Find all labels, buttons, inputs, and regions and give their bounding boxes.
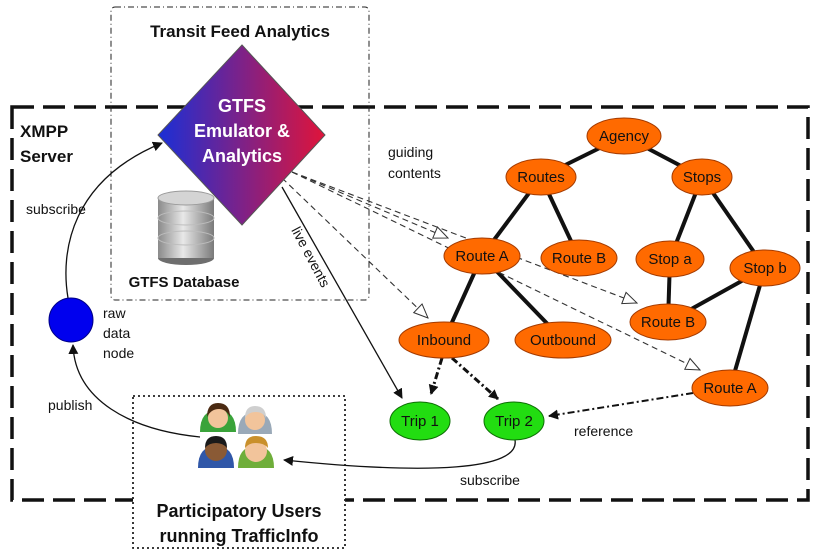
node-trip1: Trip 1 xyxy=(389,401,451,441)
reference-label: reference xyxy=(574,423,633,439)
subscribe-left-label: subscribe xyxy=(26,201,86,217)
database-icon xyxy=(157,190,215,265)
node-stop-b-label: Stop b xyxy=(743,260,786,277)
node-stops: Stops xyxy=(671,158,733,196)
raw-label-line1: raw xyxy=(103,305,126,321)
xmpp-label-line1: XMPP xyxy=(20,122,68,141)
raw-data-node xyxy=(48,297,94,343)
raw-label-line3: node xyxy=(103,345,134,361)
node-route-a-1-label: Route A xyxy=(455,248,508,265)
node-trip2: Trip 2 xyxy=(483,401,545,441)
node-outbound: Outbound xyxy=(514,321,612,359)
node-route-b-2-label: Route B xyxy=(641,314,695,331)
node-stop-a-label: Stop a xyxy=(648,251,692,268)
node-trip2-label: Trip 2 xyxy=(495,413,533,430)
raw-label-line2: data xyxy=(103,325,130,341)
node-routes: Routes xyxy=(505,158,577,196)
users-icon xyxy=(198,403,274,468)
node-route-b-1-label: Route B xyxy=(552,250,606,267)
guiding-label-line1: guiding xyxy=(388,144,433,160)
node-stop-b: Stop b xyxy=(729,249,801,287)
transit-analytics-region xyxy=(110,6,370,301)
node-stops-label: Stops xyxy=(683,169,721,186)
node-routes-label: Routes xyxy=(517,169,565,186)
emulator-label-line2: Emulator & xyxy=(194,121,290,141)
node-inbound-label: Inbound xyxy=(417,332,471,349)
node-route-b-1: Route B xyxy=(540,239,618,277)
node-agency-label: Agency xyxy=(599,128,650,145)
subscribe-bottom-label: subscribe xyxy=(460,472,520,488)
node-agency: Agency xyxy=(586,117,662,155)
users-region xyxy=(132,395,346,549)
node-inbound: Inbound xyxy=(398,321,490,359)
inbound-trip1-edge xyxy=(428,357,444,395)
guiding-label-line2: contents xyxy=(388,165,441,181)
users-title-line1: Participatory Users xyxy=(156,501,321,521)
reference-arrow xyxy=(548,392,694,420)
publish-label: publish xyxy=(48,397,92,413)
node-route-a-2: Route A xyxy=(691,369,769,407)
gtfs-emulator: GTFS Emulator & Analytics xyxy=(157,44,326,226)
database-label: GTFS Database xyxy=(129,274,240,291)
node-route-b-2: Route B xyxy=(629,303,707,341)
publish-arrow xyxy=(68,344,201,438)
user-icon xyxy=(198,436,234,468)
subscribe-bottom-arrow xyxy=(283,439,516,469)
node-route-a-1: Route A xyxy=(443,237,521,275)
subscribe-left-arrow xyxy=(65,141,163,299)
node-route-a-2-label: Route A xyxy=(703,380,756,397)
transit-title: Transit Feed Analytics xyxy=(150,22,330,41)
node-trip1-label: Trip 1 xyxy=(401,413,439,430)
emulator-label-line3: Analytics xyxy=(202,146,282,166)
node-stop-a: Stop a xyxy=(635,240,705,278)
node-outbound-label: Outbound xyxy=(530,332,596,349)
xmpp-server-region xyxy=(10,105,810,502)
live-events-arrow xyxy=(281,186,403,399)
user-icon xyxy=(238,406,272,434)
inbound-trip2-edge xyxy=(451,356,499,401)
users-title-line2: running TrafficInfo xyxy=(160,526,319,546)
user-icon xyxy=(238,436,274,468)
xmpp-label-line2: Server xyxy=(20,147,73,166)
guiding-edges xyxy=(281,171,700,370)
emulator-label-line1: GTFS xyxy=(218,96,266,116)
user-icon xyxy=(200,403,236,432)
